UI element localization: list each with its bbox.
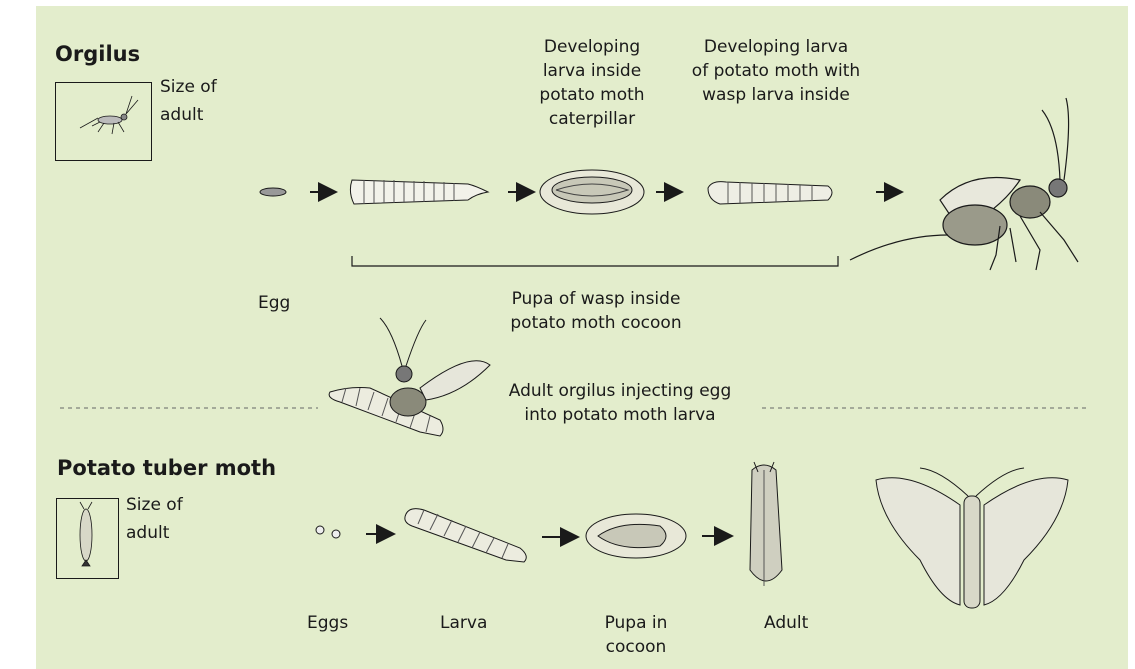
pupa-of-wasp-label-line1: Pupa of wasp inside: [512, 288, 681, 310]
moth-size-box: [56, 498, 119, 579]
orgilus-size-label-line1: Size of: [160, 76, 217, 98]
stage-larva-inside-caterpillar-line2: larva inside: [543, 60, 641, 82]
moth-larva-drawing: [405, 509, 526, 562]
stage-moth-larva-with-wasp-line1: Developing larva: [704, 36, 848, 58]
moth-adult-folded-drawing: [750, 462, 782, 586]
orgilus-egg-drawing: [260, 188, 286, 196]
moth-adult-label: Adult: [764, 612, 808, 634]
orgilus-larva-drawing: [350, 180, 488, 204]
moth-eggs-label: Eggs: [307, 612, 348, 634]
orgilus-cocoon-drawing: [540, 170, 644, 214]
injecting-egg-label-line2: into potato moth larva: [524, 404, 715, 426]
adult-orgilus-wasp-drawing: [850, 98, 1078, 270]
orgilus-title: Orgilus: [55, 42, 140, 66]
moth-title: Potato tuber moth: [57, 456, 276, 480]
moth-pupa-label-line2: cocoon: [606, 636, 667, 658]
stage-larva-inside-caterpillar-line3: potato moth: [539, 84, 644, 106]
stage-larva-inside-caterpillar-line1: Developing: [544, 36, 640, 58]
potato-moth-larva-drawing: [708, 182, 832, 204]
stage-moth-larva-with-wasp-line3: wasp larva inside: [702, 84, 850, 106]
moth-pupa-label-line1: Pupa in: [605, 612, 668, 634]
pupa-of-wasp-label-line2: potato moth cocoon: [510, 312, 681, 334]
injecting-egg-label-line1: Adult orgilus injecting egg: [509, 380, 731, 402]
stage-moth-larva-with-wasp-line2: of potato moth with: [692, 60, 860, 82]
orgilus-size-box: [55, 82, 152, 161]
injecting-wasp-drawing: [329, 318, 490, 436]
moth-adult-spread-drawing: [876, 468, 1068, 608]
moth-cocoon-drawing: [586, 514, 686, 558]
moth-larva-label: Larva: [440, 612, 487, 634]
moth-size-label-line1: Size of: [126, 494, 183, 516]
moth-eggs-drawing: [316, 526, 340, 538]
orgilus-size-label-line2: adult: [160, 104, 203, 126]
pupa-bracket: [352, 256, 838, 266]
stage-larva-inside-caterpillar-line4: caterpillar: [549, 108, 635, 130]
orgilus-egg-label: Egg: [258, 292, 290, 314]
moth-size-label-line2: adult: [126, 522, 169, 544]
